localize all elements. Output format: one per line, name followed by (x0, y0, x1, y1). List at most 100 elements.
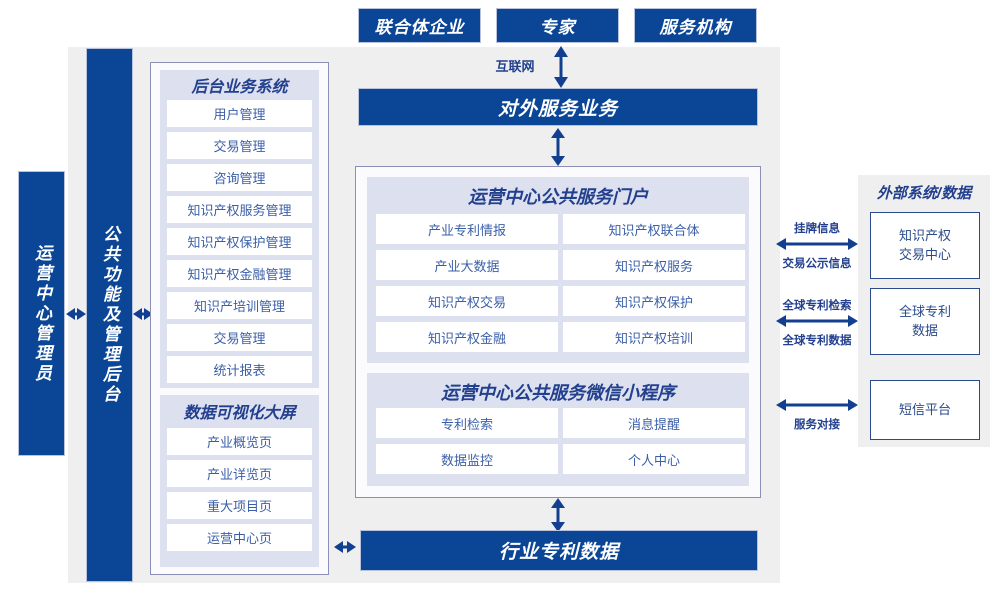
visualization-title-text: 数据可视化大屏 (183, 405, 296, 422)
portal-item-label: 知识产权服务 (614, 258, 693, 274)
backend-item-label: 用户管理 (213, 107, 266, 122)
portal-item-0[interactable]: 产业专利情报 (376, 214, 558, 244)
backend-item-1[interactable]: 交易管理 (167, 132, 312, 159)
portal-item-label: 知识产权金融 (427, 330, 506, 346)
top-actor-label: 服务机构 (659, 18, 732, 37)
top-actor-box-0: 联合体企业 (358, 8, 481, 43)
backend-leftpanel-arrow-icon (133, 308, 153, 320)
connector-label-text: 服务对接 (794, 418, 840, 431)
external-item-2[interactable]: 短信平台 (870, 380, 980, 440)
top-actor-box-2: 服务机构 (634, 8, 757, 43)
external-service-label: 对外服务业务 (497, 98, 618, 120)
miniprogram-item-label: 消息提醒 (627, 416, 680, 432)
backend-item-8[interactable]: 统计报表 (167, 356, 312, 383)
external-systems-title: 外部系统/数据 (858, 178, 990, 206)
portal-item-5[interactable]: 知识产权保护 (563, 286, 745, 316)
portal-item-2[interactable]: 产业大数据 (376, 250, 558, 280)
internet-arrow-icon (554, 46, 568, 88)
external-item-label: 知识产权 交易中心 (899, 227, 951, 265)
portal-item-7[interactable]: 知识产权培训 (563, 322, 745, 352)
connector-label-text: 全球专利检索 (782, 299, 852, 312)
bottom-data-bar: 行业专利数据 (360, 530, 758, 571)
portal-item-label: 产业大数据 (434, 258, 500, 274)
miniprogram-item-0[interactable]: 专利检索 (376, 408, 558, 438)
portal-item-label: 产业专利情报 (427, 222, 506, 238)
miniprogram-item-label: 专利检索 (440, 416, 493, 432)
external-item-label: 短信平台 (898, 401, 951, 417)
top-actor-label: 专家 (539, 18, 576, 37)
portal-item-3[interactable]: 知识产权服务 (563, 250, 745, 280)
external-connector-label-1-below: 全球专利数据 (770, 332, 864, 347)
miniprogram-item-1[interactable]: 消息提醒 (563, 408, 745, 438)
operator-backend-arrow-icon (66, 308, 86, 320)
external-item-line2: 数据 (911, 322, 938, 338)
role-operator-label: 运营中心管理员 (32, 243, 51, 384)
miniprogram-item-2[interactable]: 数据监控 (376, 444, 558, 474)
external-connector-arrow-2-icon (776, 399, 858, 411)
internet-label: 互联网 (487, 56, 543, 74)
backend-item-label: 知识产权金融管理 (187, 267, 292, 282)
backend-item-0[interactable]: 用户管理 (167, 100, 312, 127)
visualization-item-0[interactable]: 产业概览页 (167, 428, 312, 455)
top-actor-label: 联合体企业 (374, 18, 465, 37)
backend-item-6[interactable]: 知识产培训管理 (167, 292, 312, 319)
external-item-line2: 交易中心 (898, 246, 951, 262)
connector-label-text: 挂牌信息 (794, 222, 840, 235)
backend-item-label: 咨询管理 (213, 171, 266, 186)
visualization-title: 数据可视化大屏 (160, 397, 319, 425)
external-connector-arrow-1-icon (776, 315, 858, 327)
external-item-1[interactable]: 全球专利 数据 (870, 288, 980, 355)
external-connector-arrow-0-icon (776, 238, 858, 250)
backend-item-label: 知识产培训管理 (193, 299, 285, 314)
portal-item-label: 知识产权保护 (614, 294, 693, 310)
external-connector-label-1-above: 全球专利检索 (770, 297, 864, 312)
miniprogram-item-label: 数据监控 (440, 452, 493, 468)
backend-system-title-text: 后台业务系统 (191, 79, 288, 96)
connector-label-text: 交易公示信息 (782, 257, 852, 270)
visualization-item-label: 产业概览页 (206, 435, 272, 450)
top-actor-box-1: 专家 (496, 8, 619, 43)
external-item-label: 全球专利 数据 (899, 303, 951, 341)
miniprogram-title-text: 运营中心公共服务微信小程序 (441, 383, 675, 403)
role-column-operator: 运营中心管理员 (18, 171, 65, 456)
backend-item-2[interactable]: 咨询管理 (167, 164, 312, 191)
internet-label-text: 互联网 (495, 58, 535, 74)
portal-item-label: 知识产权交易 (427, 294, 506, 310)
portal-item-4[interactable]: 知识产权交易 (376, 286, 558, 316)
backend-item-7[interactable]: 交易管理 (167, 324, 312, 351)
backend-item-label: 知识产权服务管理 (187, 203, 292, 218)
external-systems-title-text: 外部系统/数据 (876, 184, 972, 202)
external-item-line1: 知识产权 (898, 227, 951, 243)
backend-item-label: 交易管理 (213, 139, 266, 154)
service-portal-arrow-icon (551, 128, 565, 166)
portal-item-1[interactable]: 知识产权联合体 (563, 214, 745, 244)
role-common-backend-label: 公共功能及管理后台 (100, 225, 119, 405)
external-item-0[interactable]: 知识产权 交易中心 (870, 212, 980, 279)
visualization-item-1[interactable]: 产业详览页 (167, 460, 312, 487)
portal-item-label: 知识产权培训 (614, 330, 693, 346)
visualization-item-label: 重大项目页 (206, 499, 272, 514)
external-service-bar: 对外服务业务 (358, 88, 758, 126)
visualization-item-3[interactable]: 运营中心页 (167, 524, 312, 551)
external-connector-label-0-above: 挂牌信息 (776, 220, 858, 235)
role-column-common-backend: 公共功能及管理后台 (86, 48, 133, 582)
visualization-item-label: 运营中心页 (206, 531, 272, 546)
backend-item-label: 知识产权保护管理 (187, 235, 292, 250)
visualization-item-2[interactable]: 重大项目页 (167, 492, 312, 519)
miniprogram-item-label: 个人中心 (627, 452, 680, 468)
center-bottombar-arrow-icon (551, 498, 565, 532)
backend-item-4[interactable]: 知识产权保护管理 (167, 228, 312, 255)
backend-item-label: 统计报表 (213, 363, 266, 378)
backend-system-title: 后台业务系统 (160, 72, 319, 98)
bottom-data-bar-label: 行业专利数据 (498, 542, 619, 563)
backend-item-3[interactable]: 知识产权服务管理 (167, 196, 312, 223)
external-connector-label-2-below: 服务对接 (776, 416, 858, 431)
backend-item-5[interactable]: 知识产权金融管理 (167, 260, 312, 287)
miniprogram-item-3[interactable]: 个人中心 (563, 444, 745, 474)
portal-item-6[interactable]: 知识产权金融 (376, 322, 558, 352)
connector-label-text: 全球专利数据 (782, 334, 852, 347)
external-connector-label-0-below: 交易公示信息 (770, 255, 864, 270)
external-item-line1: 全球专利 (898, 303, 951, 319)
portal-item-label: 知识产权联合体 (608, 222, 700, 238)
